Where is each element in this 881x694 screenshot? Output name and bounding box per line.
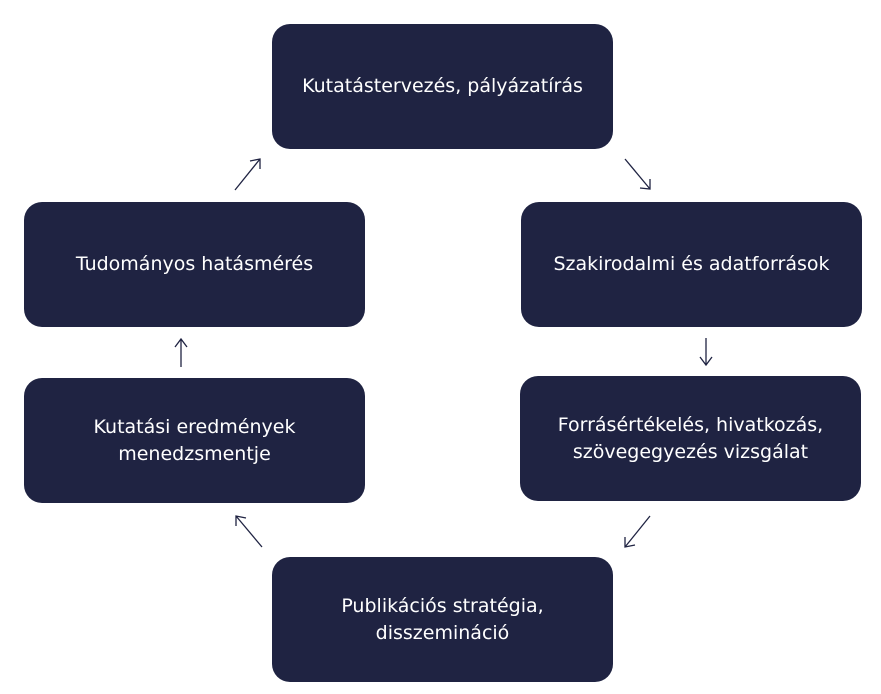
node-label: Forrásértékelés, hivatkozás, szövegegyez… <box>557 413 824 463</box>
node-label: Tudományos hatásmérés <box>75 253 314 275</box>
arrow-1-to-2 <box>624 158 651 190</box>
node-label: Publikációs stratégia, disszemináció <box>341 594 544 644</box>
arrow-3-to-4 <box>624 515 651 548</box>
node-label: Szakirodalmi és adatforrások <box>553 253 830 275</box>
arrow-5-to-6 <box>174 337 188 367</box>
node-publication-strategy: Publikációs stratégia, disszemináció <box>272 557 613 682</box>
arrow-6-to-1 <box>234 158 261 191</box>
node-research-planning: Kutatástervezés, pályázatírás <box>272 24 613 149</box>
arrow-2-to-3 <box>699 338 713 367</box>
node-label: Kutatási eredmények menedzsmentje <box>93 415 296 465</box>
arrow-4-to-5 <box>235 515 263 548</box>
node-source-evaluation: Forrásértékelés, hivatkozás, szövegegyez… <box>520 376 861 501</box>
node-impact-measurement: Tudományos hatásmérés <box>24 202 365 327</box>
node-results-management: Kutatási eredmények menedzsmentje <box>24 378 365 503</box>
node-literature-sources: Szakirodalmi és adatforrások <box>521 202 862 327</box>
node-label: Kutatástervezés, pályázatírás <box>302 75 583 97</box>
